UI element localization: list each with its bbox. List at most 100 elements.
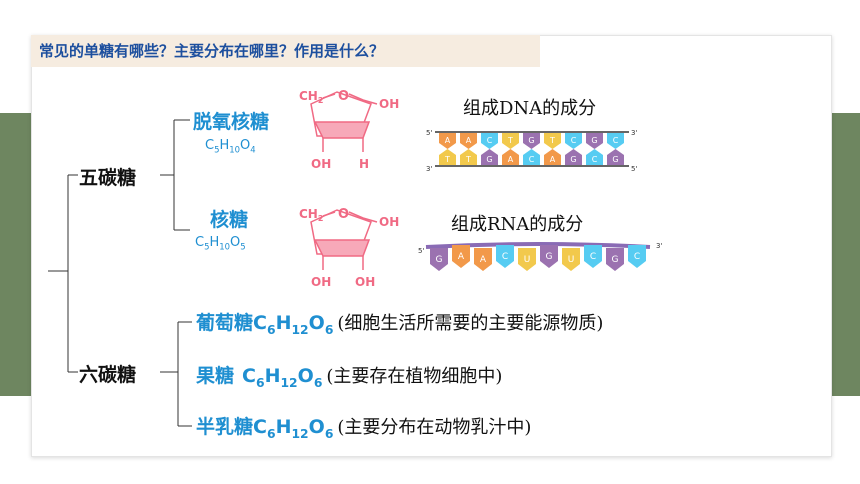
rna-base-label: U [524,255,531,265]
glucose-name: 葡萄糖 [196,312,254,334]
rna-base [452,245,470,268]
oh-bottom-left: OH [311,275,331,289]
ribose-formula: C5H10O5 [195,235,246,252]
h-bottom-right: H [359,157,369,171]
dna-end-br: 5' [631,165,637,173]
question-header: 常见的单糖有哪些？主要分布在哪里？作用是什么？ [31,35,540,67]
rna-end-l: 5' [418,247,424,255]
dna-base-bottom [439,149,456,165]
ribose-name: 核糖 [210,209,249,231]
ring-oxygen: O [338,207,349,222]
glucose-desc: (细胞生活所需要的主要能源物质) [337,313,604,334]
galactose-row: 半乳糖C6H12O6(主要分布在动物乳汁中) [196,412,531,441]
dna-base-bottom-label: C [592,155,598,164]
dna-base-bottom-label: A [508,155,514,164]
dna-base-top-label: T [507,136,513,145]
ribose-role: 组成RNA的成分 [451,214,584,235]
glucose-row: 葡萄糖C6H12O6(细胞生活所需要的主要能源物质) [196,308,603,337]
oh-top: OH [379,97,399,111]
dna-base-bottom-label: G [570,155,576,164]
ch2-label: CH2 [299,207,323,223]
rna-base-label: G [436,255,443,265]
dna-base-top-label: C [487,136,493,145]
dna-base-top-label: C [571,136,577,145]
dna-base-top [502,133,519,149]
dna-base-top-label: G [591,136,597,145]
dna-base-top [544,133,561,149]
galactose-formula: C6H12O6 [253,416,334,441]
rna-base-label: G [612,255,619,265]
dna-base-bottom-label: G [486,155,492,164]
rna-base [430,248,448,271]
fructose-desc: (主要存在植物细胞中) [326,366,503,387]
dna-base-bottom [523,149,540,165]
deoxyribose-name: 脱氧核糖 [193,111,270,133]
dna-base-bottom-label: A [550,155,556,164]
rna-base-label: C [634,252,640,262]
rna-base-label: A [480,255,487,265]
rna-base [606,248,624,271]
oh-top: OH [379,215,399,229]
rna-base [562,248,580,271]
rna-base-label: G [546,252,553,262]
rna-strand: 5' 3' G A A C U G U C G C [418,242,662,271]
ring-base [313,239,371,257]
dna-base-top-label: G [528,136,534,145]
dna-base-top-label: A [445,136,451,145]
dna-base-bottom-label: G [612,155,618,164]
galactose-desc: (主要分布在动物乳汁中) [337,417,532,438]
ring-base [313,121,371,139]
fructose-formula: C6H12O6 [242,365,323,390]
deoxyribose-structure: CH2 O OH OH H [299,89,399,171]
ring-outline [310,209,372,255]
rna-base [518,248,536,271]
dna-base-bottom [544,149,561,165]
rna-base [474,248,492,271]
rna-base-label: U [568,255,575,265]
hexose-label: 六碳糖 [79,364,137,386]
deoxyribose-role: 组成DNA的成分 [463,98,597,119]
rna-base-label: C [502,252,508,262]
oh-bottom-right: OH [355,275,375,289]
dna-base-top [439,133,456,149]
dna-base-bottom-label: C [529,155,535,164]
dna-base-top [460,133,477,149]
rna-base [584,245,602,268]
fructose-row: 果糖 C6H12O6(主要存在植物细胞中) [196,361,502,390]
dna-base-top [607,133,624,149]
glucose-formula: C6H12O6 [253,312,334,337]
dna-base-bottom [502,149,519,165]
ch2-label: CH2 [299,89,323,105]
dna-end-tr: 3' [631,129,637,137]
dna-base-bottom [481,149,498,165]
dna-base-bottom [460,149,477,165]
ribose-structure: CH2 O OH OH OH [299,207,399,289]
dna-base-bottom [607,149,624,165]
dna-base-bottom-label: T [444,155,450,164]
dna-base-bottom [565,149,582,165]
dna-base-top [586,133,603,149]
dna-end-tl: 5' [426,129,432,137]
rna-base [496,245,514,268]
rna-end-r: 3' [656,242,662,250]
rna-base-label: C [590,252,596,262]
ring-oxygen: O [338,89,349,104]
rna-base [628,245,646,268]
dna-base-top-label: A [466,136,472,145]
dna-end-bl: 3' [426,165,432,173]
dna-base-top [523,133,540,149]
pentose-label: 五碳糖 [79,167,137,189]
dna-base-bottom-label: T [465,155,471,164]
dna-base-top [565,133,582,149]
dna-strand: 5' 3' 3' 5' A A C T G T C G C T T G A C A G C G [426,129,637,173]
dna-base-top-label: C [613,136,619,145]
rna-base [540,245,558,268]
dna-base-top-label: T [549,136,555,145]
dna-base-top [481,133,498,149]
question-text: 常见的单糖有哪些？主要分布在哪里？作用是什么？ [39,42,385,60]
galactose-name: 半乳糖 [196,416,254,438]
fructose-name: 果糖 [196,365,235,387]
rna-base-label: A [458,252,465,262]
ring-outline [310,91,372,137]
